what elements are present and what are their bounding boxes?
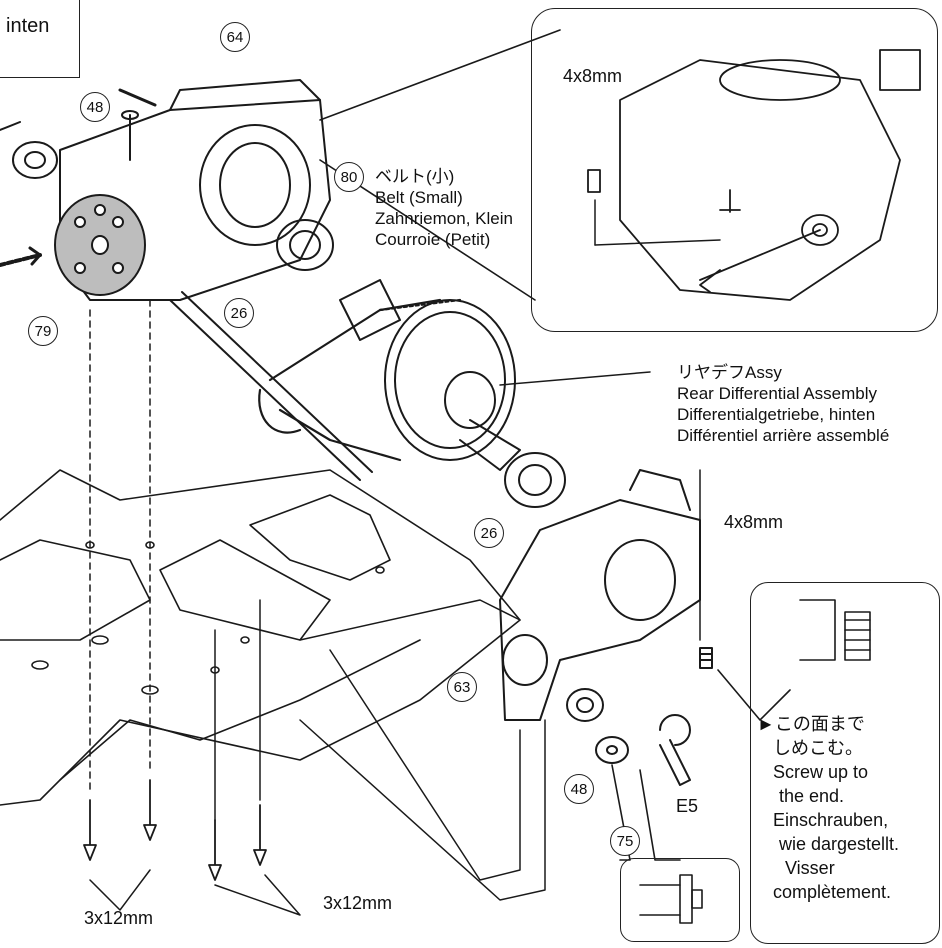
- pulley-79: [54, 194, 146, 296]
- callout-79: 79: [28, 316, 58, 346]
- rear-diff-label-de: Differentialgetriebe, hinten: [677, 405, 876, 424]
- arrow-in: [0, 253, 42, 267]
- gearbox-64: [0, 79, 331, 301]
- guide-solid: [214, 599, 546, 901]
- belt-label-de: Zahnriemon, Klein: [375, 209, 513, 228]
- rear-diff-label-fr: Différentiel arrière assemblé: [677, 426, 890, 445]
- set-screw-top-label: 4x8mm: [563, 66, 623, 86]
- bearing-48-top: [12, 141, 58, 179]
- inset-frame: [531, 8, 938, 332]
- callout-64: 64: [220, 22, 250, 52]
- washer-75: [595, 736, 629, 764]
- instruction-jp-1: ►この面まで: [757, 714, 865, 734]
- callout-63: 63: [447, 672, 477, 702]
- callout-48-bottom: 48: [564, 774, 594, 804]
- instruction-fr-2: complètement.: [773, 882, 892, 902]
- shaft: [169, 291, 373, 481]
- rear-diff-label-jp: リヤデフAssy: [677, 363, 782, 382]
- guide-dashed: [89, 299, 151, 791]
- inset-detail: [587, 49, 921, 301]
- callout-26-mid: 26: [474, 518, 504, 548]
- bearing-48-bottom: [566, 688, 604, 722]
- belt-label-en: Belt (Small): [375, 188, 463, 207]
- screw-detail: [717, 599, 871, 721]
- callout-80: 80: [334, 162, 364, 192]
- callout-48-top: 48: [80, 92, 110, 122]
- rear-diff-label: リヤデフAssy Rear Differential Assembly Diff…: [677, 362, 889, 446]
- top-left-note-box: [0, 0, 80, 78]
- set-screw-mid-label: 4x8mm: [724, 512, 784, 532]
- tap-screw-right-label: 3x12mm: [323, 893, 393, 913]
- washer-detail: [611, 764, 703, 924]
- tapping-screws: [83, 779, 267, 881]
- callout-75: 75: [610, 826, 640, 856]
- e-ring-e5: [659, 714, 691, 786]
- instruction-jp-2: しめこむ。: [773, 738, 863, 758]
- tap-screw-left-label: 3x12mm: [84, 908, 154, 928]
- belt-label-jp: ベルト(小): [375, 167, 455, 186]
- top-left-note: inten: [6, 15, 50, 37]
- rear-differential: [339, 279, 521, 471]
- e-ring-label: E5: [676, 796, 699, 816]
- label-pointers: [89, 199, 721, 916]
- screw-detail-frame: [750, 582, 940, 944]
- callout-26-top: 26: [224, 298, 254, 328]
- rear-diff-label-en: Rear Differential Assembly: [677, 384, 877, 403]
- belt-label-fr: Courroie (Petit): [375, 230, 491, 249]
- instruction-de-1: Einschrauben,: [773, 810, 889, 830]
- instruction-en-1: Screw up to: [773, 762, 869, 782]
- belt-80: [258, 298, 462, 462]
- set-screw-mid: [699, 647, 713, 669]
- instruction-de-2: wie dargestellt.: [779, 834, 900, 854]
- instruction-fr-1: Visser: [785, 858, 835, 878]
- instruction-en-2: the end.: [779, 786, 845, 806]
- washer-detail-frame: [620, 858, 740, 942]
- belt-label: ベルト(小) Belt (Small) Zahnriemon, Klein Co…: [375, 166, 513, 250]
- bearing-26-top: [276, 219, 334, 271]
- bearing-26-mid: [504, 452, 566, 508]
- gearbox-63: [499, 469, 701, 721]
- screw-instruction: ►この面まで しめこむ。 Screw up to the end. Einsch…: [757, 712, 899, 904]
